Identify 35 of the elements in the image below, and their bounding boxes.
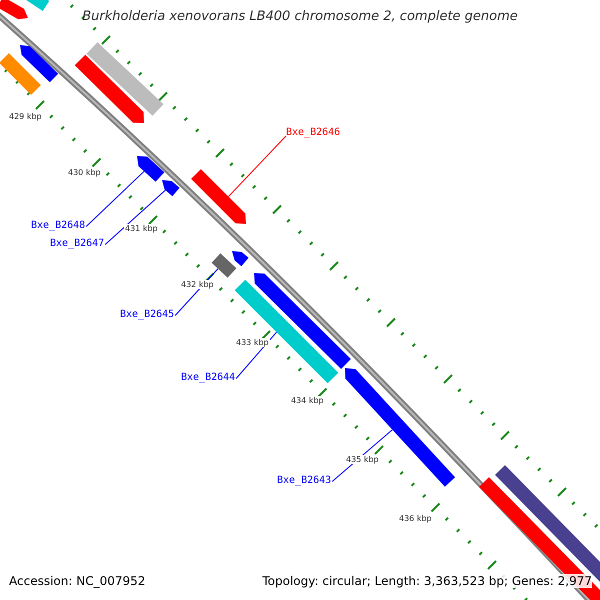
gene-feature <box>74 54 144 123</box>
gene-label: Bxe_B2643 <box>277 475 332 486</box>
leader-line <box>86 170 145 227</box>
gene-feature <box>232 251 249 266</box>
gene-feature <box>162 180 180 196</box>
tick-label: 436 kbp <box>398 514 433 523</box>
tick-label: 430 kbp <box>67 168 102 177</box>
title: Burkholderia xenovorans LB400 chromosome 2, complete genome <box>81 9 519 24</box>
tick-label: 433 kbp <box>235 338 270 347</box>
gene-feature <box>0 0 28 20</box>
gene-feature <box>191 169 246 224</box>
gene-label: Bxe_B2648 <box>31 220 86 231</box>
tick-label: 431 kbp <box>124 224 159 233</box>
tick-label: 435 kbp <box>345 455 380 464</box>
gene-feature <box>254 273 351 369</box>
tick-label: 429 kbp <box>8 112 43 121</box>
tick-label: 432 kbp <box>180 280 215 289</box>
gene-feature <box>20 45 58 82</box>
gene-feature <box>234 280 338 384</box>
gene-feature <box>24 0 50 11</box>
gene-label: Bxe_B2644 <box>181 372 236 383</box>
gene-label: Bxe_B2646 <box>286 127 340 138</box>
gene-feature <box>212 253 236 278</box>
gene-feature <box>345 368 456 487</box>
gene-label: Bxe_B2645 <box>120 309 174 320</box>
gene-label: Bxe_B2647 <box>50 238 104 249</box>
footer-text: Topology: circular; Length: 3,363,523 bp; Genes: 2,977 <box>262 574 592 588</box>
footer-text: Accession: NC_007952 <box>9 574 146 588</box>
gene-feature <box>137 156 164 182</box>
tick-label: 434 kbp <box>290 396 325 405</box>
gene-feature <box>0 53 41 95</box>
leader-line <box>236 332 278 379</box>
leader-line <box>228 136 286 198</box>
gene-feature <box>86 42 164 116</box>
leader-line <box>104 190 166 245</box>
